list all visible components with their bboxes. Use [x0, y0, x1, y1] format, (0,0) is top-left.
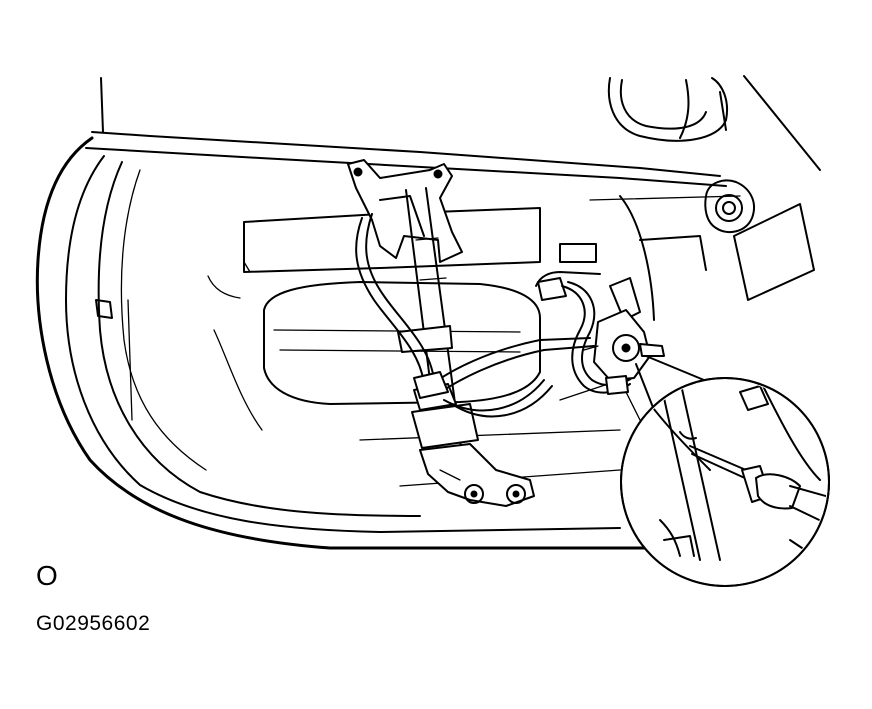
window-regulator: [347, 159, 535, 507]
window-motor: [583, 277, 665, 395]
detail-leader-lines: [635, 355, 705, 411]
window-frame-top: [607, 75, 821, 171]
speaker-grommet: [704, 179, 755, 234]
detail-magnified-view: [620, 377, 830, 587]
view-label: O: [36, 560, 58, 591]
figure-code: G02956602: [36, 612, 151, 635]
label-plate: [733, 203, 815, 301]
regulator-cable: [355, 213, 595, 418]
